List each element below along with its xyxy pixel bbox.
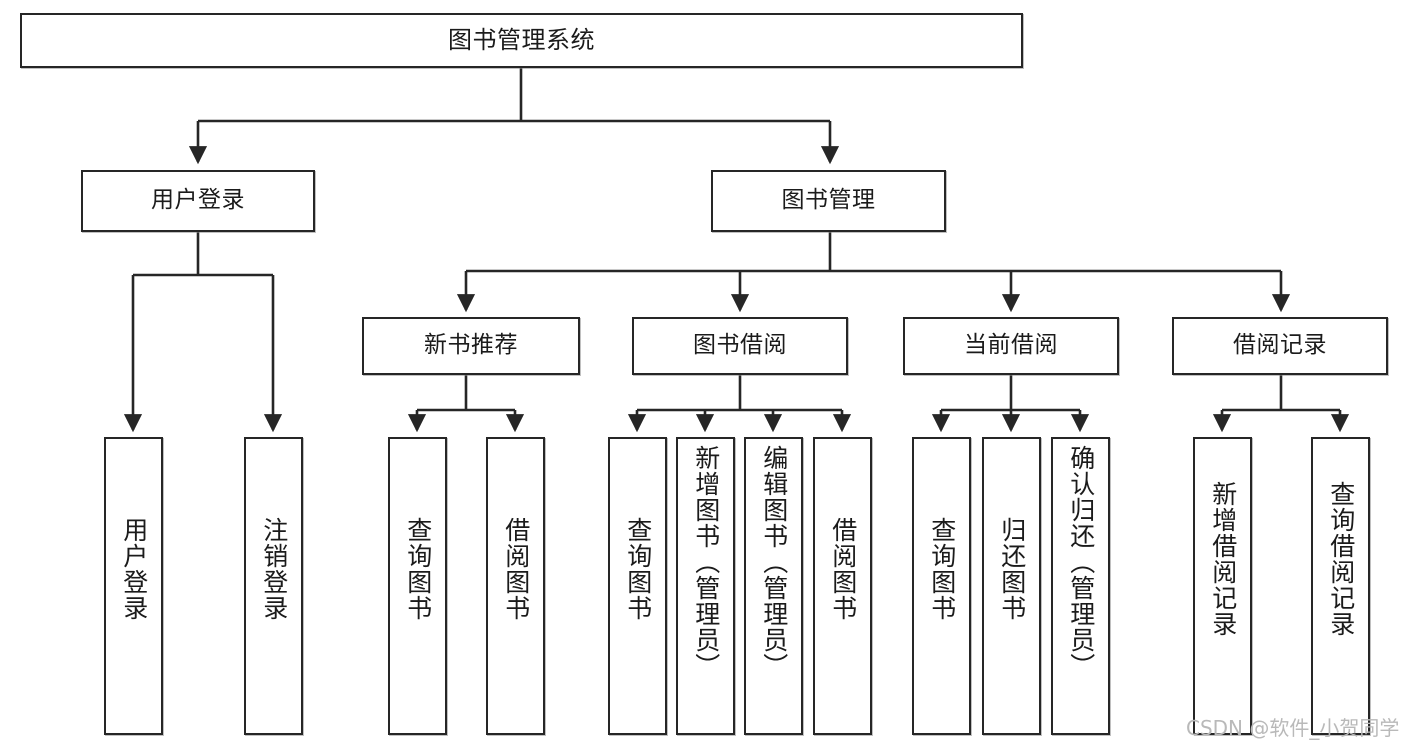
leaf-return-book[interactable]: 归还图书 (982, 437, 1041, 735)
leaf-query-book-current-label: 查询图书 (927, 517, 957, 621)
node-current-borrowing-label: 当前借阅 (964, 332, 1058, 359)
node-book-borrowing[interactable]: 图书借阅 (632, 317, 848, 375)
leaf-edit-book-admin[interactable]: 编辑图书（管理员） (744, 437, 803, 735)
leaf-query-borrowing-record[interactable]: 查询借阅记录 (1311, 437, 1370, 735)
node-new-book-recommendation-label: 新书推荐 (424, 332, 518, 359)
leaf-add-book-admin[interactable]: 新增图书（管理员） (676, 437, 735, 735)
node-root-system-label: 图书管理系统 (448, 26, 595, 55)
leaf-query-book-current[interactable]: 查询图书 (912, 437, 971, 735)
node-borrowing-record[interactable]: 借阅记录 (1172, 317, 1388, 375)
leaf-borrow-book-borrowing-label: 借阅图书 (828, 517, 858, 621)
leaf-query-book-borrowing[interactable]: 查询图书 (608, 437, 667, 735)
node-book-management-label: 图书管理 (781, 187, 876, 214)
node-new-book-recommendation[interactable]: 新书推荐 (362, 317, 580, 375)
leaf-edit-book-admin-label: 编辑图书（管理员） (759, 445, 789, 679)
leaf-add-borrowing-record-label: 新增借阅记录 (1208, 481, 1238, 637)
node-book-management[interactable]: 图书管理 (711, 170, 946, 232)
leaf-add-borrowing-record[interactable]: 新增借阅记录 (1193, 437, 1252, 735)
leaf-query-book-borrowing-label: 查询图书 (623, 517, 653, 621)
csdn-watermark: CSDN @软件_小贺同学 (1186, 716, 1400, 740)
node-book-borrowing-label: 图书借阅 (693, 332, 787, 359)
leaf-return-book-label: 归还图书 (997, 517, 1027, 621)
leaf-borrow-book-borrowing[interactable]: 借阅图书 (813, 437, 872, 735)
leaf-borrow-book-recommendation-label: 借阅图书 (501, 517, 531, 621)
leaf-confirm-return-admin[interactable]: 确认归还（管理员） (1051, 437, 1110, 735)
node-user-login-label: 用户登录 (151, 187, 245, 214)
node-current-borrowing[interactable]: 当前借阅 (903, 317, 1119, 375)
leaf-user-login-label: 用户登录 (119, 517, 149, 621)
node-user-login[interactable]: 用户登录 (81, 170, 315, 232)
leaf-borrow-book-recommendation[interactable]: 借阅图书 (486, 437, 545, 735)
leaf-add-book-admin-label: 新增图书（管理员） (691, 445, 721, 679)
node-borrowing-record-label: 借阅记录 (1233, 332, 1327, 359)
leaf-logout-login-label: 注销登录 (259, 517, 289, 621)
leaf-query-book-recommendation[interactable]: 查询图书 (388, 437, 447, 735)
leaf-query-book-recommendation-label: 查询图书 (403, 517, 433, 621)
node-root-system[interactable]: 图书管理系统 (20, 13, 1023, 68)
leaf-confirm-return-admin-label: 确认归还（管理员） (1066, 445, 1096, 679)
leaf-user-login[interactable]: 用户登录 (104, 437, 163, 735)
leaf-logout-login[interactable]: 注销登录 (244, 437, 303, 735)
leaf-query-borrowing-record-label: 查询借阅记录 (1326, 481, 1356, 637)
